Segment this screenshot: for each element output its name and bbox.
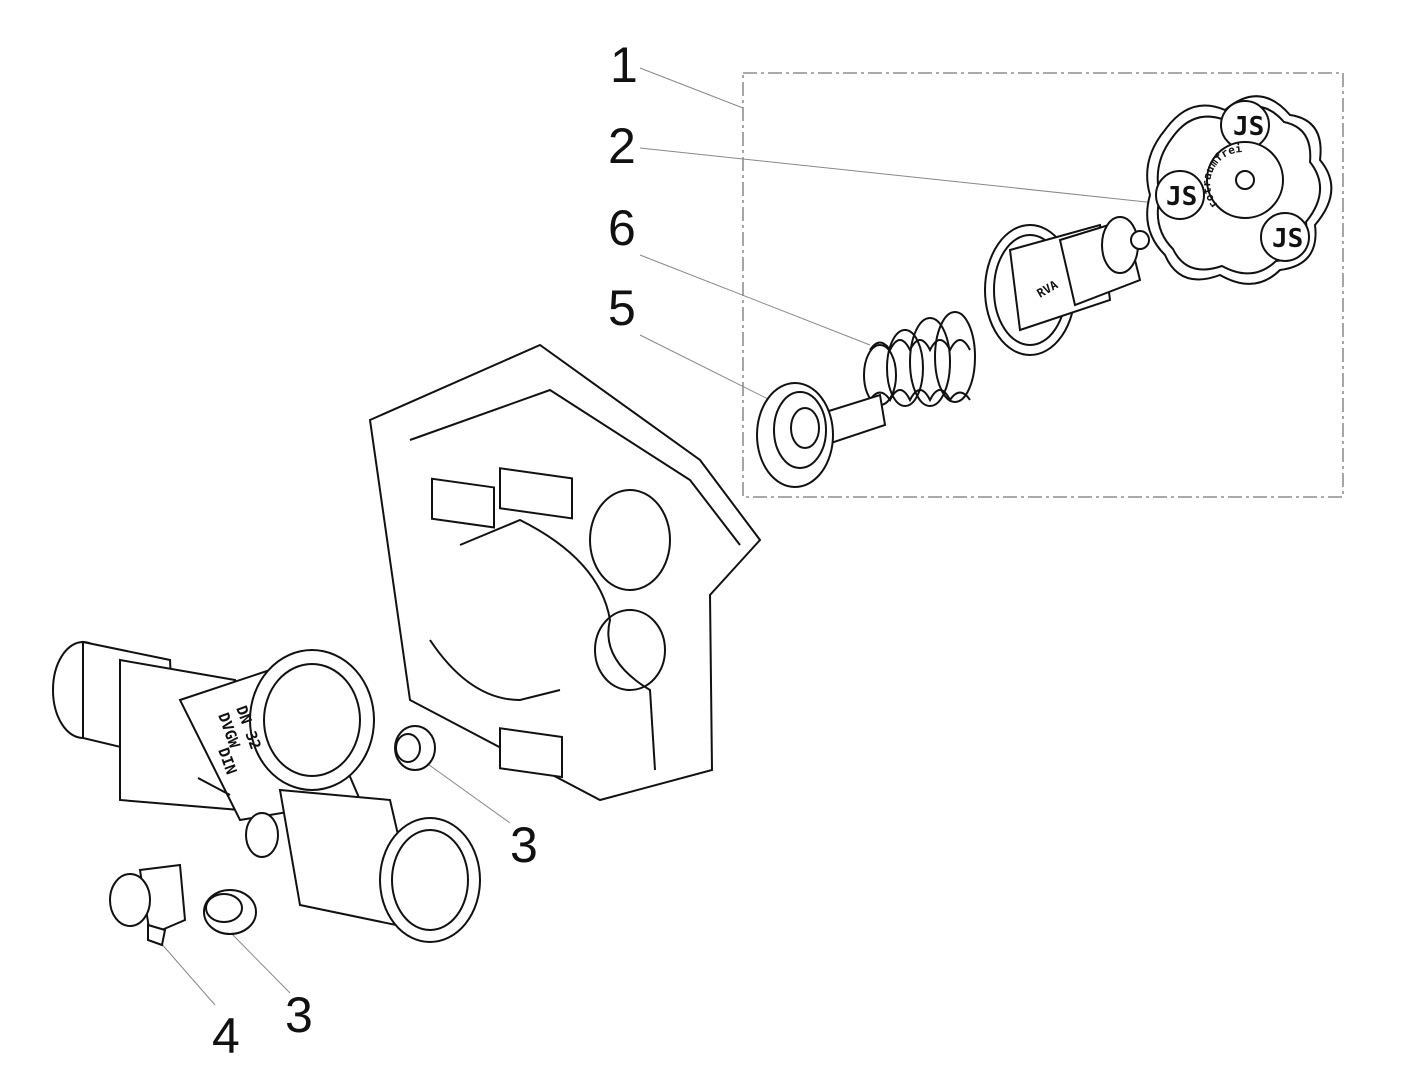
handwheel: JS JS JS rotraumfrei — [1146, 95, 1333, 285]
leader-lines — [159, 67, 1176, 1006]
callout-4: 4 — [212, 1008, 240, 1064]
valve-body: DVGW DN 32 DIN — [52, 640, 481, 943]
kit-boundary-box — [742, 72, 1344, 498]
callout-1: 1 — [610, 37, 638, 93]
logo-emblem-icon — [1260, 212, 1310, 262]
plug-upper — [394, 725, 436, 771]
screw-icon — [1235, 170, 1255, 190]
svg-text:JS: JS — [1166, 182, 1197, 212]
callout-3-lower: 3 — [285, 987, 313, 1043]
callout-3-upper: 3 — [510, 817, 538, 873]
callout-6: 6 — [608, 200, 636, 256]
svg-text:JS: JS — [1233, 112, 1264, 142]
spring — [863, 311, 976, 407]
insulation-clip — [431, 477, 495, 529]
valve-disc — [756, 382, 887, 488]
flow-arrow-icon — [197, 777, 231, 796]
valve-bonnet: RVA — [984, 216, 1150, 356]
callout-2: 2 — [608, 118, 636, 174]
insulation-clip — [499, 727, 563, 779]
drain-valve — [109, 863, 187, 947]
callout-5: 5 — [608, 280, 636, 336]
insulation-shell — [368, 343, 762, 802]
plug-lower — [203, 889, 257, 935]
logo-emblem-icon — [1155, 170, 1205, 220]
svg-text:JS: JS — [1272, 224, 1303, 254]
insulation-clip — [499, 467, 573, 520]
